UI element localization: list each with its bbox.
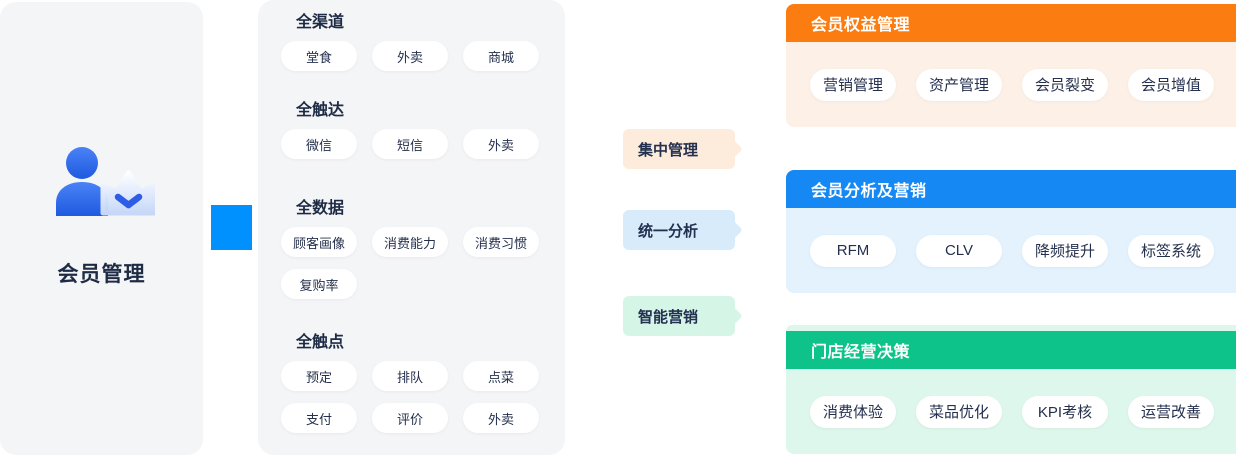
rights-pill: 会员裂变 xyxy=(1022,68,1108,101)
capability-card: 全渠道 堂食 外卖 商城 全触达 微信 短信 外卖 全数据 顾客画像 消费能力 … xyxy=(258,0,565,455)
panel-top-strip xyxy=(786,325,1236,331)
panel-body: 营销管理 资产管理 会员裂变 会员增值 xyxy=(786,42,1236,127)
data-pill: 消费习惯 xyxy=(463,227,539,257)
section-heading: 全渠道 xyxy=(296,14,345,31)
pill-row: 微信 短信 外卖 xyxy=(281,129,542,159)
touchpoint-pill: 支付 xyxy=(281,403,357,433)
decision-pill: KPI考核 xyxy=(1022,395,1108,428)
touchpoint-pill: 排队 xyxy=(372,361,448,391)
reach-pill: 微信 xyxy=(281,129,357,159)
flow-tag-smart-marketing: 智能营销 xyxy=(623,296,735,336)
panel-body: 消费体验 菜品优化 KPI考核 运营改善 xyxy=(786,369,1236,454)
panel-title: 会员分析及营销 xyxy=(811,183,927,200)
touchpoint-pill: 点菜 xyxy=(463,361,539,391)
panel-store-decision: 门店经营决策 消费体验 菜品优化 KPI考核 运营改善 xyxy=(786,325,1236,454)
member-crown-icon xyxy=(55,147,155,216)
section-all-channels: 全渠道 堂食 外卖 商城 xyxy=(281,14,542,71)
panel-member-analysis: 会员分析及营销 RFM CLV 降频提升 标签系统 xyxy=(786,170,1236,293)
analysis-pill: CLV xyxy=(916,234,1002,267)
panel-member-rights: 会员权益管理 营销管理 资产管理 会员裂变 会员增值 xyxy=(786,4,1236,127)
panel-header: 会员权益管理 xyxy=(786,4,1236,42)
data-pill: 复购率 xyxy=(281,269,357,299)
data-pill: 顾客画像 xyxy=(281,227,357,257)
section-heading: 全触点 xyxy=(296,334,345,351)
connector-square xyxy=(211,205,252,250)
pill-row: 顾客画像 消费能力 消费习惯 复购率 xyxy=(281,227,542,299)
panel-title: 会员权益管理 xyxy=(811,17,911,34)
card-title: 会员管理 xyxy=(57,263,146,286)
analysis-pill: 标签系统 xyxy=(1128,234,1214,267)
panel-header: 门店经营决策 xyxy=(786,331,1236,369)
touchpoint-pill: 预定 xyxy=(281,361,357,391)
flow-tag-centralized-management: 集中管理 xyxy=(623,129,735,169)
section-all-reach: 全触达 微信 短信 外卖 xyxy=(281,102,542,159)
panel-title: 门店经营决策 xyxy=(811,344,911,361)
analysis-pill: RFM xyxy=(810,234,896,267)
channel-pill: 商城 xyxy=(463,41,539,71)
decision-pill: 运营改善 xyxy=(1128,395,1214,428)
section-all-touchpoints: 全触点 预定 排队 点菜 支付 评价 外卖 xyxy=(281,334,542,433)
rights-pill: 资产管理 xyxy=(916,68,1002,101)
channel-pill: 外卖 xyxy=(372,41,448,71)
rights-pill: 营销管理 xyxy=(810,68,896,101)
section-all-data: 全数据 顾客画像 消费能力 消费习惯 复购率 xyxy=(281,200,542,299)
panel-body: RFM CLV 降频提升 标签系统 xyxy=(786,208,1236,293)
member-management-card: 会员管理 xyxy=(0,2,203,455)
channel-pill: 堂食 xyxy=(281,41,357,71)
touchpoint-pill: 外卖 xyxy=(463,403,539,433)
decision-pill: 菜品优化 xyxy=(916,395,1002,428)
section-heading: 全触达 xyxy=(296,102,345,119)
pill-row: 堂食 外卖 商城 xyxy=(281,41,542,71)
section-heading: 全数据 xyxy=(296,200,345,217)
pill-row: 预定 排队 点菜 支付 评价 外卖 xyxy=(281,361,542,433)
data-pill: 消费能力 xyxy=(372,227,448,257)
panel-header: 会员分析及营销 xyxy=(786,170,1236,208)
analysis-pill: 降频提升 xyxy=(1022,234,1108,267)
reach-pill: 短信 xyxy=(372,129,448,159)
decision-pill: 消费体验 xyxy=(810,395,896,428)
reach-pill: 外卖 xyxy=(463,129,539,159)
touchpoint-pill: 评价 xyxy=(372,403,448,433)
rights-pill: 会员增值 xyxy=(1128,68,1214,101)
flow-tag-unified-analysis: 统一分析 xyxy=(623,210,735,250)
